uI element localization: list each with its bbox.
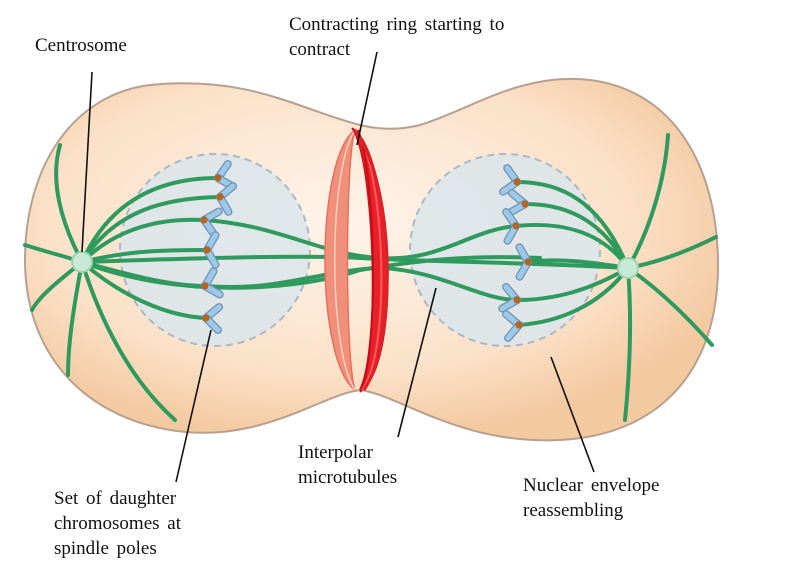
astral-microtubule [54, 143, 84, 264]
label-contracting-ring: Contracting ring starting to contract [289, 12, 504, 62]
interpolar-microtubule [80, 254, 630, 270]
astral-microtubule [626, 133, 670, 270]
kinetochore [202, 314, 210, 322]
kinetochore [201, 282, 209, 290]
kinetochore-microtubule [515, 266, 630, 302]
label-nuclear-envelope: Nuclear envelope reassembling [523, 473, 659, 523]
ring-front-strand [357, 129, 374, 391]
kinetochore [521, 200, 529, 208]
kinetochore-microtubule [80, 176, 220, 264]
leader-line-ring [356, 51, 378, 146]
kinetochore-microtubule [80, 195, 222, 264]
kinetochore-microtubule [80, 217, 206, 264]
astral-microtubule [626, 266, 714, 347]
label-line: spindle poles [54, 538, 157, 559]
kinetochore [512, 222, 520, 230]
label-line: contract [289, 39, 351, 60]
kinetochore [524, 258, 532, 266]
astral-microtubule [66, 260, 84, 377]
ring-front-strand [352, 129, 389, 391]
kinetochore [203, 246, 211, 254]
ring-back-inner [334, 129, 356, 391]
kinetochore [214, 174, 222, 182]
kinetochore [513, 296, 521, 304]
daughter-chromosomes [200, 160, 532, 343]
label-line: Interpolar [298, 442, 373, 463]
kinetochore [515, 321, 523, 329]
label-line: Set of daughter [54, 488, 177, 509]
kinetochore [513, 178, 521, 186]
label-line: microtubules [298, 467, 398, 488]
label-line: reassembling [523, 500, 624, 521]
leader-line-chromosomes [175, 329, 212, 483]
kinetochore-microtubule [80, 248, 209, 264]
label-centrosome: Centrosome [35, 33, 127, 58]
leader-line-centrosome [81, 71, 93, 253]
label-daughter-chromosomes: Set of daughter chromosomes at spindle p… [54, 486, 181, 561]
leader-line-interpolar [397, 287, 437, 438]
right-centrosome [617, 257, 639, 279]
kinetochore-microtubule [515, 180, 630, 270]
label-line: Contracting ring starting to [289, 14, 505, 35]
kinetochore [200, 216, 208, 224]
kinetochore [216, 193, 224, 201]
leader-line-nuclear-envelope [550, 356, 595, 473]
left-centrosome [71, 251, 93, 273]
astral-microtubule [80, 260, 177, 422]
astral-microtubule [623, 266, 633, 422]
contractile-ring [324, 127, 389, 393]
label-line: Nuclear envelope [523, 475, 660, 496]
label-line: Centrosome [35, 35, 127, 56]
label-interpolar-microtubules: Interpolar microtubules [298, 440, 397, 490]
kinetochore-microtubule [80, 260, 208, 320]
kinetochore-microtubule [523, 202, 630, 270]
kinetochore-microtubule [514, 222, 630, 270]
kinetochore-microtubule [517, 266, 630, 327]
label-line: chromosomes at [54, 513, 182, 534]
